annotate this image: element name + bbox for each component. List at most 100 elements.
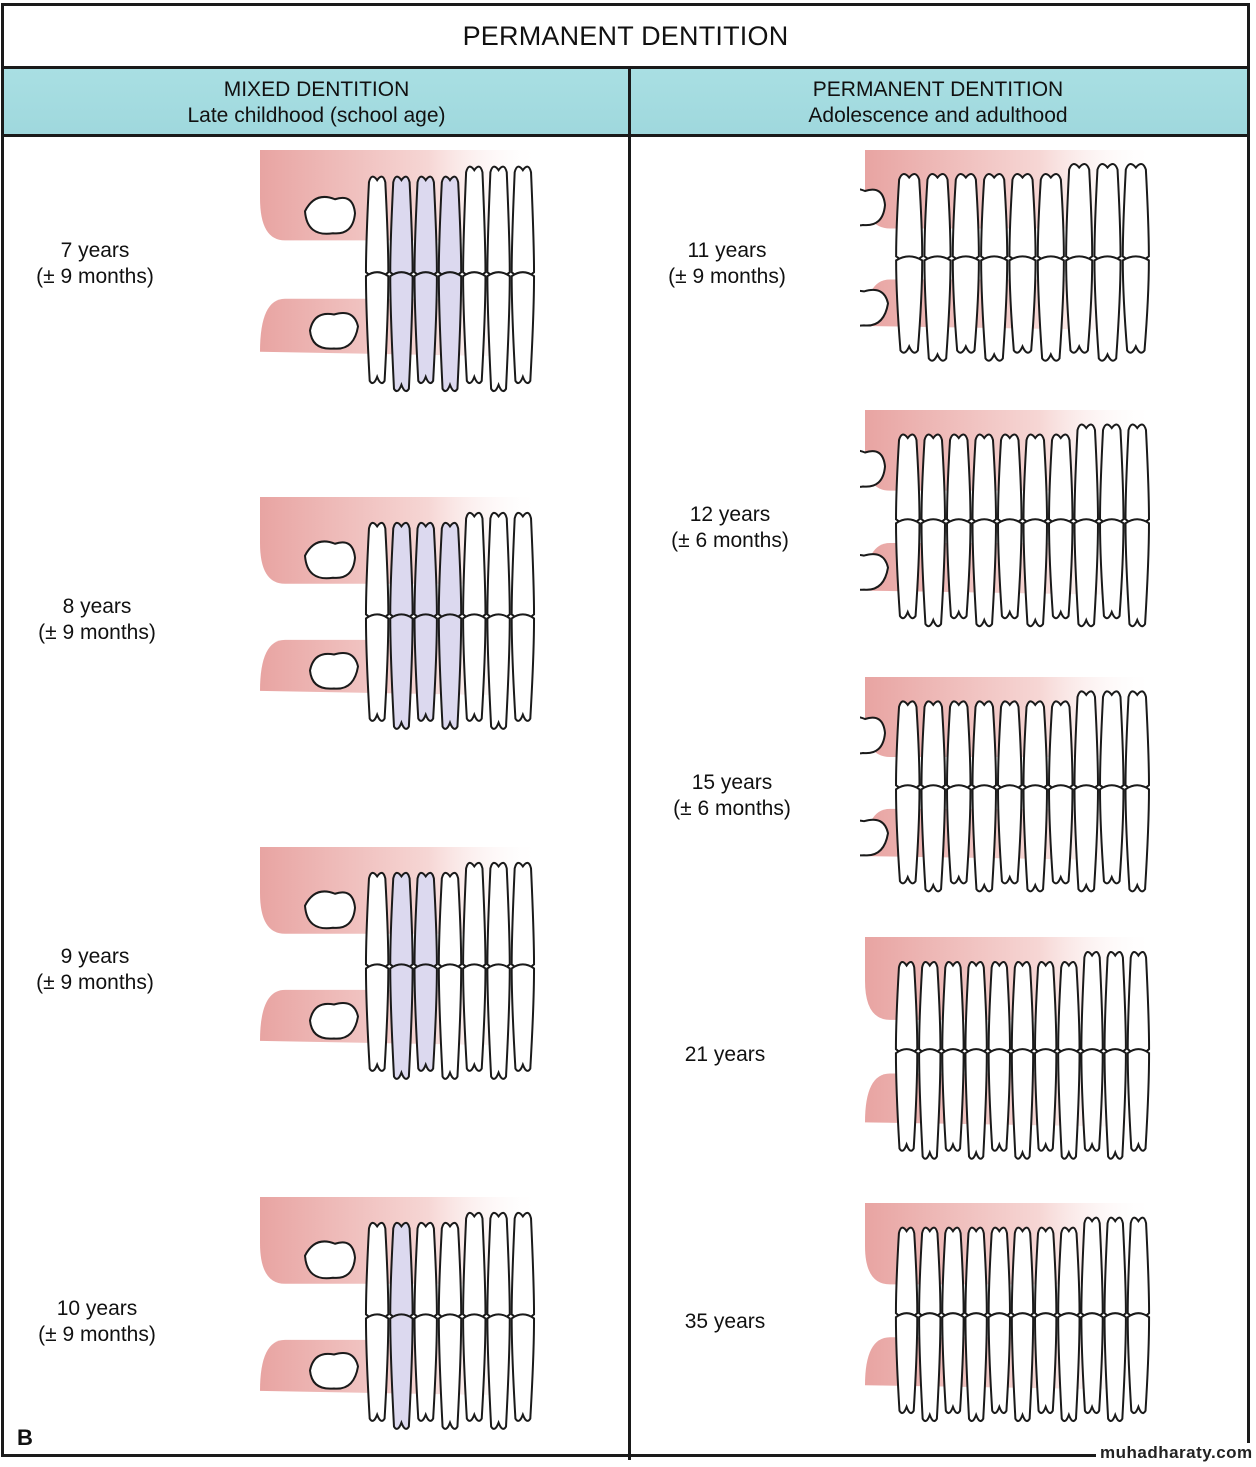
lower-tooth [941,1312,965,1415]
lower-tooth [364,271,390,385]
primary-upper-tooth [413,175,438,279]
upper-tooth [1034,1226,1058,1320]
lower-tooth [941,1048,965,1152]
lower-tooth [1057,1048,1081,1160]
lower-tooth [1103,1312,1127,1423]
lower-tooth [413,1313,438,1422]
lower-tooth [987,1312,1011,1415]
primary-upper-tooth [437,521,463,621]
primary-lower-tooth [413,271,438,385]
upper-tooth [894,961,919,1056]
lower-tooth [918,1312,942,1423]
upper-tooth [1048,433,1074,526]
dentition-illustration [260,497,540,730]
lower-tooth [920,784,946,893]
column-subheading: Late childhood (school age) [187,104,446,127]
dentition-illustration [860,150,1155,362]
upper-tooth [1124,423,1150,526]
upper-tooth [1022,433,1048,526]
upper-tooth [894,1226,919,1320]
lower-tooth [987,1048,1011,1152]
developing-upper-molar [303,196,357,235]
upper-tooth [941,961,965,1056]
lower-tooth [486,613,511,730]
primary-upper-tooth [389,521,414,621]
lower-tooth [964,1048,988,1160]
upper-tooth [1080,951,1104,1056]
column-divider [628,69,631,1460]
dentition-illustration [860,410,1155,628]
upper-tooth [1008,173,1037,263]
upper-tooth [941,1226,965,1320]
lower-tooth [1010,1048,1035,1160]
upper-tooth [510,165,536,279]
dentition-illustration [860,677,1155,893]
lower-tooth [894,1312,919,1415]
upper-tooth [1065,163,1094,263]
lower-tooth [486,271,511,393]
upper-tooth [895,433,921,526]
upper-tooth [918,1226,942,1320]
primary-lower-tooth [437,613,463,730]
column-heading: MIXED DENTITION [223,78,410,101]
upper-tooth [413,1221,438,1321]
upper-tooth [1080,1216,1104,1320]
lower-tooth [1126,1048,1151,1152]
lower-tooth [895,255,924,354]
upper-tooth [895,700,921,792]
dentition-illustration [260,847,540,1080]
upper-tooth [486,1211,511,1321]
column-header-mixed: MIXED DENTITION Late childhood (school a… [4,69,629,137]
column-subheading: Adolescence and adulthood [808,104,1068,127]
lower-tooth [1022,518,1048,628]
lower-tooth [894,1048,919,1152]
lower-tooth [964,1312,988,1423]
developing-upper-molar [860,716,887,755]
primary-lower-tooth [389,963,414,1080]
upper-tooth [946,700,972,792]
lower-tooth [510,613,536,722]
upper-tooth [987,961,1011,1056]
stage-label-10y: 10 years(± 9 months) [38,1297,156,1346]
lower-tooth [1073,518,1099,628]
lower-tooth [997,518,1023,620]
primary-upper-tooth [389,1221,414,1321]
lower-tooth [364,613,390,722]
upper-tooth [1103,1216,1127,1320]
upper-tooth [1036,173,1065,263]
upper-tooth [1126,951,1151,1056]
upper-tooth [987,1226,1011,1320]
page-title: PERMANENT DENTITION [4,6,1247,69]
lower-tooth [1008,255,1037,354]
upper-tooth [971,433,997,526]
primary-lower-tooth [437,271,463,393]
stage-label-15y: 15 years(± 6 months) [673,771,791,820]
upper-tooth [1057,1226,1081,1320]
primary-upper-tooth [413,521,438,621]
upper-tooth [1048,700,1074,792]
upper-tooth [951,173,980,263]
primary-lower-tooth [413,963,438,1072]
stage-label-7y: 7 years(± 9 months) [36,239,154,288]
lower-tooth [1121,255,1150,354]
lower-tooth [946,518,972,620]
upper-tooth [462,1211,487,1321]
upper-tooth [510,1211,536,1321]
lower-tooth [951,255,980,354]
upper-tooth [964,961,988,1056]
developing-lower-molar [860,288,890,327]
stage-label-35y: 35 years [684,1310,766,1333]
stage-label-8y: 8 years(± 9 months) [38,595,156,644]
developing-lower-molar [860,553,890,591]
upper-tooth [510,511,536,621]
developing-upper-molar [303,890,357,930]
lower-tooth [971,518,997,628]
lower-tooth [1022,784,1048,893]
lower-tooth [1065,255,1094,354]
lower-tooth [486,963,511,1080]
upper-tooth [1121,163,1150,263]
stage-label-21y: 21 years [684,1043,766,1066]
lower-tooth [510,1313,536,1422]
upper-tooth [1124,690,1150,792]
lower-tooth [923,255,952,362]
